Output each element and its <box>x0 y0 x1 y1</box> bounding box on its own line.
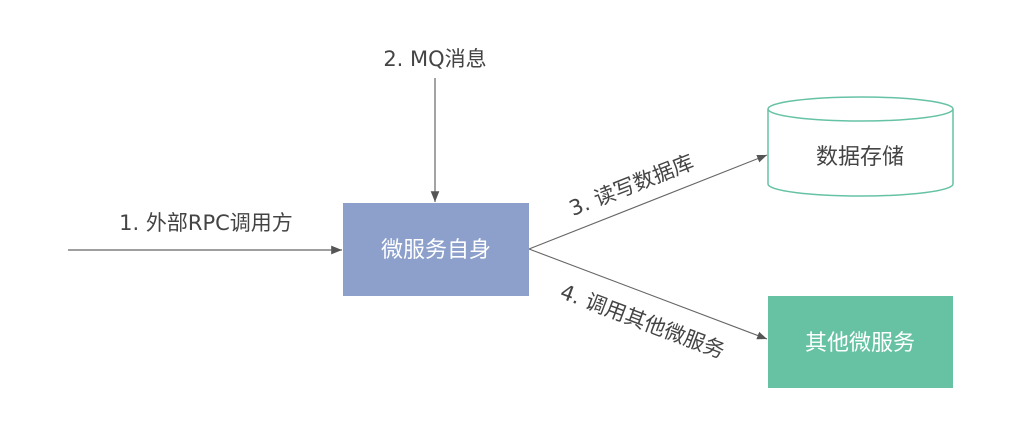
edge-call-arrow <box>528 248 768 340</box>
node-other-label: 其他微服务 <box>805 331 915 356</box>
node-other: 其他微服务 <box>768 296 953 388</box>
edge-rpc-label: 1. 外部RPC调用方 <box>119 211 293 235</box>
edge-db-arrow <box>528 154 768 250</box>
node-storage-label: 数据存储 <box>816 145 904 170</box>
edge-db-label: 3. 读写数据库 <box>566 150 697 221</box>
node-storage-cylinder: 数据存储 <box>767 96 954 197</box>
node-self: 微服务自身 <box>343 203 529 296</box>
node-self-label: 微服务自身 <box>381 238 491 263</box>
edge-mq-label: 2. MQ消息 <box>383 47 486 71</box>
